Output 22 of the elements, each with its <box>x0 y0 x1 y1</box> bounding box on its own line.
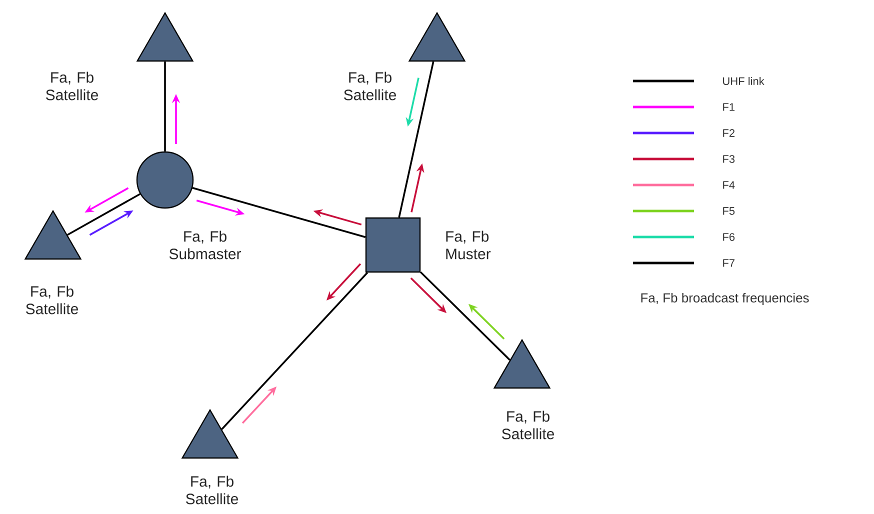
node-label: Fa, Fb Satellite <box>344 72 396 100</box>
node-label: Fa, Fb Satellite <box>186 476 238 504</box>
node-label: Fa, Fb Satellite <box>46 72 98 100</box>
legend-label: F4 <box>723 181 735 189</box>
node-label: Fa, Fb Satellite <box>502 410 554 440</box>
legend-label: F6 <box>723 233 735 241</box>
legend-label: F1 <box>723 103 735 111</box>
note-text: Fa, Fb broadcast frequencies <box>641 292 809 306</box>
legend-label: F3 <box>723 155 735 163</box>
link-line <box>420 272 510 361</box>
link-line <box>192 186 366 238</box>
node-label: Fa, Fb Satellite <box>26 286 78 314</box>
link-line <box>398 61 434 218</box>
link-line <box>67 193 141 236</box>
legend-label: F7 <box>723 259 734 267</box>
legend-label: UHF link <box>723 76 764 86</box>
legend-label: F2 <box>723 129 734 137</box>
link-line <box>221 272 368 430</box>
link-line <box>164 62 166 152</box>
node-label: Fa, Fb Muster <box>446 230 491 260</box>
legend-label: F5 <box>723 207 735 215</box>
node-label: Fa, Fb Submaster <box>169 230 241 260</box>
